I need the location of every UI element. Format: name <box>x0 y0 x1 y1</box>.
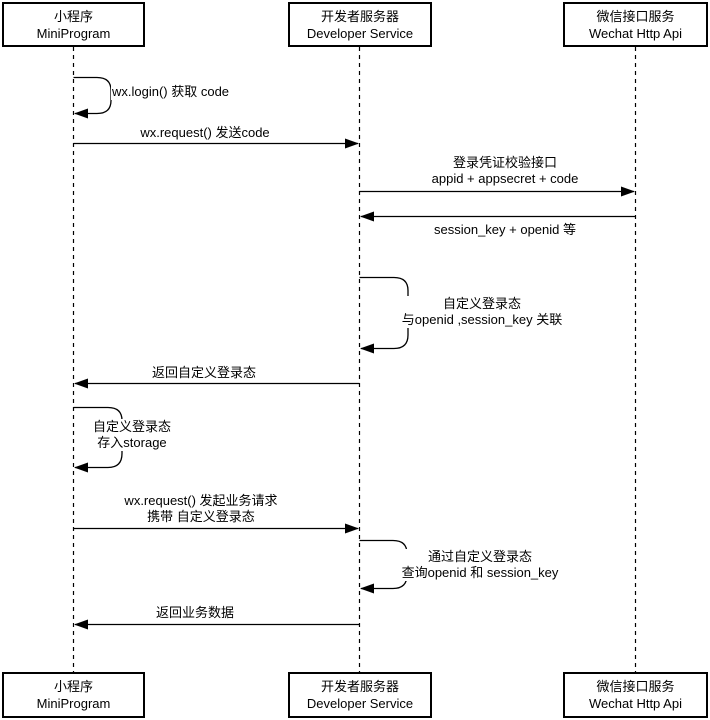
actor-label-en: Developer Service <box>306 696 414 711</box>
message-label-5: 自定义登录态 与openid ,session_key 关联 <box>400 296 564 328</box>
actor-label-en: Wechat Http Api <box>589 696 682 711</box>
actor-label-en: Wechat Http Api <box>589 25 682 41</box>
actor-label-cn: 小程序 <box>53 679 93 694</box>
actor-label-en: MiniProgram <box>36 25 111 41</box>
message-label-9: 通过自定义登录态 查询openid 和 session_key <box>400 549 560 581</box>
actor-box-developer-service-bottom: 开发者服务器 Developer Service <box>288 672 432 718</box>
message-label-10: 返回业务数据 <box>154 605 236 621</box>
actor-label-cn: 开发者服务器 <box>320 8 399 24</box>
message-label-3: 登录凭证校验接口 appid + appsecret + code <box>430 155 580 187</box>
message-label-2: wx.request() 发送code <box>139 125 271 141</box>
actor-label-cn: 微信接口服务 <box>596 679 675 694</box>
message-label-7: 自定义登录态 存入storage <box>91 419 173 451</box>
actor-label-cn: 微信接口服务 <box>596 8 675 24</box>
message-label-8: wx.request() 发起业务请求 携带 自定义登录态 <box>123 493 279 525</box>
actor-label-en: Developer Service <box>306 25 414 41</box>
self-message-arrow-1 <box>73 76 112 119</box>
message-label-4: session_key + openid 等 <box>432 222 578 238</box>
actor-box-wechat-api-top: 微信接口服务 Wechat Http Api <box>563 2 708 47</box>
actor-box-miniprogram-top: 小程序 MiniProgram <box>2 2 145 47</box>
actor-label-cn: 开发者服务器 <box>320 679 399 694</box>
message-label-6: 返回自定义登录态 <box>150 365 258 381</box>
actor-box-wechat-api-bottom: 微信接口服务 Wechat Http Api <box>563 672 708 718</box>
actor-label-cn: 小程序 <box>53 8 93 24</box>
actor-box-developer-service-top: 开发者服务器 Developer Service <box>288 2 432 47</box>
actor-label-en: MiniProgram <box>36 696 111 711</box>
message-label-1: wx.login() 获取 code <box>111 84 231 100</box>
actor-box-miniprogram-bottom: 小程序 MiniProgram <box>2 672 145 718</box>
